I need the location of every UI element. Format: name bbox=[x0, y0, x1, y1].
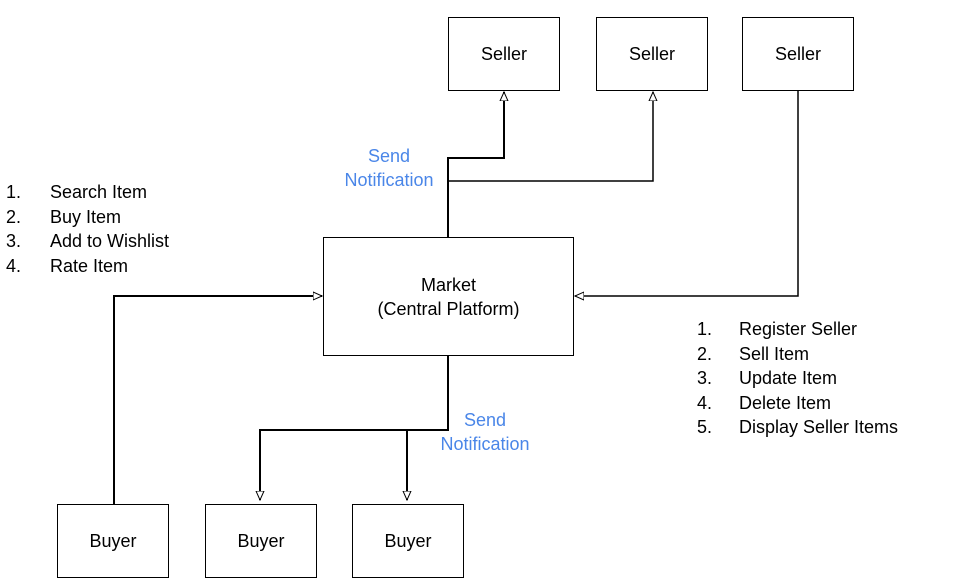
list-item-number: 3. bbox=[697, 368, 713, 388]
market-subtitle: (Central Platform) bbox=[377, 298, 520, 319]
list-item-label: Register Seller bbox=[739, 319, 858, 339]
list-item-label: Rate Item bbox=[50, 255, 129, 276]
seller-node-1: Seller bbox=[448, 17, 560, 91]
list-item-number: 4. bbox=[6, 255, 22, 276]
buyer-node-label: Buyer bbox=[89, 531, 137, 551]
list-item-label: Update Item bbox=[739, 368, 838, 388]
list-item: 4. Delete Item bbox=[697, 391, 927, 416]
list-item-label: Buy Item bbox=[50, 206, 122, 227]
connector-market-to-seller-2 bbox=[448, 92, 653, 182]
list-item: 4. Rate Item bbox=[6, 254, 216, 279]
list-item-number: 5. bbox=[697, 417, 713, 437]
list-item: 1. Search Item bbox=[6, 180, 216, 205]
list-item: 5. Display Seller Items bbox=[697, 415, 927, 440]
notification-label-top: Send Notification bbox=[330, 144, 448, 192]
seller-node-label: Seller bbox=[480, 44, 528, 64]
notification-line-2: Notification bbox=[344, 170, 434, 190]
list-item: 3. Update Item bbox=[697, 366, 927, 391]
list-item: 2. Sell Item bbox=[697, 342, 927, 367]
seller-node-2: Seller bbox=[596, 17, 708, 91]
list-item-number: 1. bbox=[6, 182, 22, 202]
seller-node-label: Seller bbox=[774, 44, 822, 64]
buyer-node-label: Buyer bbox=[237, 531, 285, 551]
seller-actions-list: 1. Register Seller 2. Sell Item 3. Update I… bbox=[697, 317, 927, 440]
list-item: 1. Register Seller bbox=[697, 317, 927, 342]
list-item-number: 2. bbox=[6, 206, 22, 227]
notification-line-1: Send bbox=[367, 146, 411, 166]
seller-node-3: Seller bbox=[742, 17, 854, 91]
market-title: Market bbox=[420, 274, 476, 295]
buyer-node-label: Buyer bbox=[384, 531, 432, 551]
buyer-node-3: Buyer bbox=[352, 504, 464, 578]
market-node: Market (Central Platform) bbox=[323, 237, 574, 356]
connector-market-to-seller-1 bbox=[447, 92, 504, 237]
seller-node-label: Seller bbox=[628, 44, 676, 64]
buyer-node-1: Buyer bbox=[57, 504, 169, 578]
list-item-label: Display Seller Items bbox=[739, 417, 899, 437]
list-item: 3. Add to Wishlist bbox=[6, 229, 216, 254]
list-item-label: Delete Item bbox=[739, 392, 832, 413]
list-item-number: 4. bbox=[697, 392, 713, 413]
notification-line-1: Send bbox=[463, 410, 507, 430]
list-item-label: Add to Wishlist bbox=[50, 231, 170, 251]
list-item: 2. Buy Item bbox=[6, 205, 216, 230]
list-item-label: Search Item bbox=[50, 182, 148, 202]
list-item-number: 1. bbox=[697, 319, 713, 339]
list-item-number: 3. bbox=[6, 231, 22, 251]
connector-market-to-buyer-2 bbox=[260, 355, 449, 500]
connector-buyer-1-to-market bbox=[113, 296, 322, 504]
list-item-number: 2. bbox=[697, 343, 713, 364]
connector-seller-3-to-market bbox=[575, 90, 799, 296]
notification-label-bottom: Send Notification bbox=[426, 408, 544, 456]
buyer-node-2: Buyer bbox=[205, 504, 317, 578]
buyer-actions-list: 1. Search Item 2. Buy Item 3. Add to Wishli… bbox=[6, 180, 216, 278]
notification-line-2: Notification bbox=[440, 434, 530, 454]
list-item-label: Sell Item bbox=[739, 343, 810, 364]
